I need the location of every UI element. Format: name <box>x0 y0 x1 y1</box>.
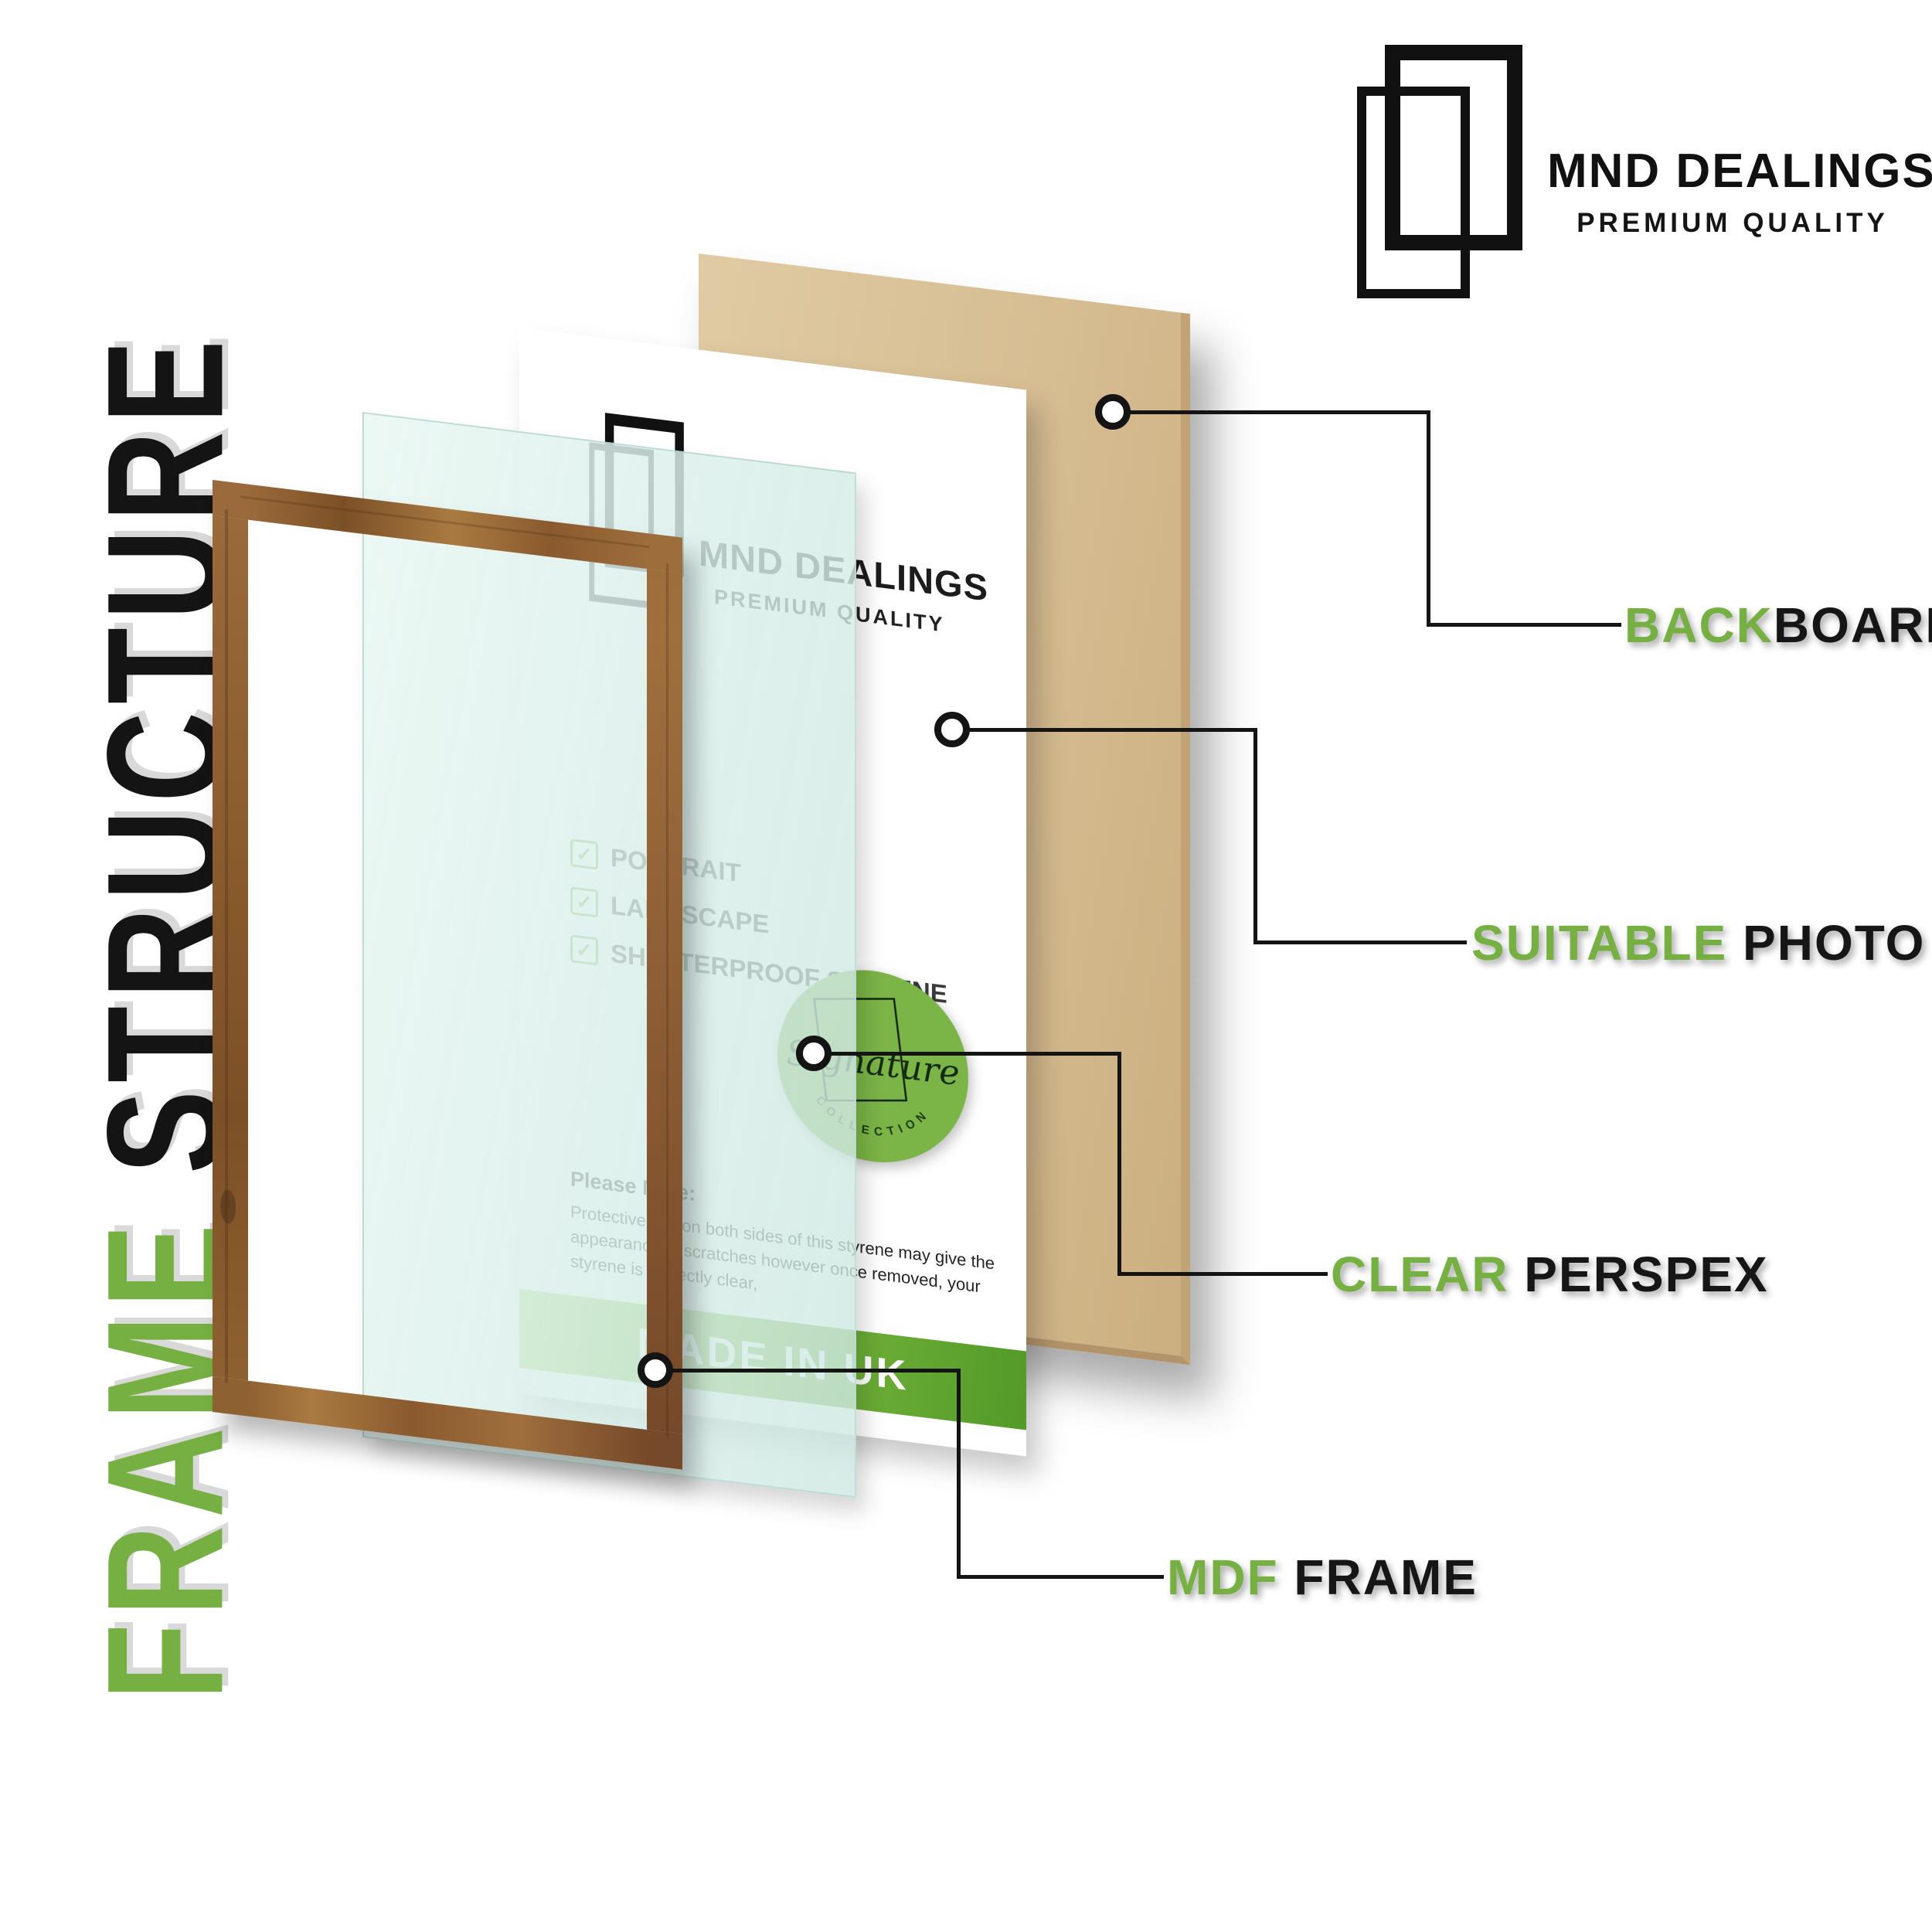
callout-marker-perspex <box>796 1036 832 1071</box>
callout-marker-photo <box>934 712 970 747</box>
label-black-part: BOARD <box>1773 597 1932 653</box>
callout-line <box>825 1052 1121 1056</box>
label-black-part: FRAME <box>1294 1549 1478 1605</box>
wood-knot <box>220 1189 236 1225</box>
callout-marker-backboard <box>1095 394 1131 430</box>
label-green-part: MDF <box>1167 1549 1294 1605</box>
label-green-part: BACK <box>1624 597 1774 653</box>
callout-label-backboard: BACKBOARD <box>1624 597 1932 654</box>
label-black-part: PERSPEX <box>1524 1247 1769 1302</box>
callout-line <box>964 728 1257 732</box>
callout-line <box>957 1575 1164 1579</box>
callout-line <box>1117 1052 1121 1276</box>
callout-line <box>1253 728 1257 944</box>
callout-line <box>1427 623 1621 627</box>
brand-tagline: PREMIUM QUALITY <box>1577 208 1889 238</box>
callout-label-suitable-photo: SUITABLE PHOTO <box>1471 914 1925 971</box>
callout-label-mdf-frame: MDF FRAME <box>1167 1549 1478 1606</box>
wood-grain-streak <box>225 509 228 1383</box>
callout-line <box>1124 410 1430 414</box>
brand-block: MND DEALINGS PREMIUM QUALITY <box>1547 144 1932 239</box>
callout-label-clear-perspex: CLEAR PERSPEX <box>1331 1246 1769 1303</box>
mdf-frame-layer <box>213 480 682 1470</box>
label-black-part: PHOTO <box>1743 915 1926 971</box>
callout-line <box>1117 1272 1328 1276</box>
wood-grain-streak <box>666 563 668 1437</box>
label-green-part: CLEAR <box>1331 1247 1525 1302</box>
callout-marker-frame <box>638 1352 673 1388</box>
callout-line <box>1427 410 1430 627</box>
callout-line <box>1253 940 1467 944</box>
brand-frame-icon <box>1357 45 1522 298</box>
brand-name: MND DEALINGS <box>1547 145 1932 198</box>
label-green-part: SUITABLE <box>1471 915 1743 971</box>
callout-line <box>957 1369 961 1579</box>
callout-line <box>667 1369 961 1372</box>
